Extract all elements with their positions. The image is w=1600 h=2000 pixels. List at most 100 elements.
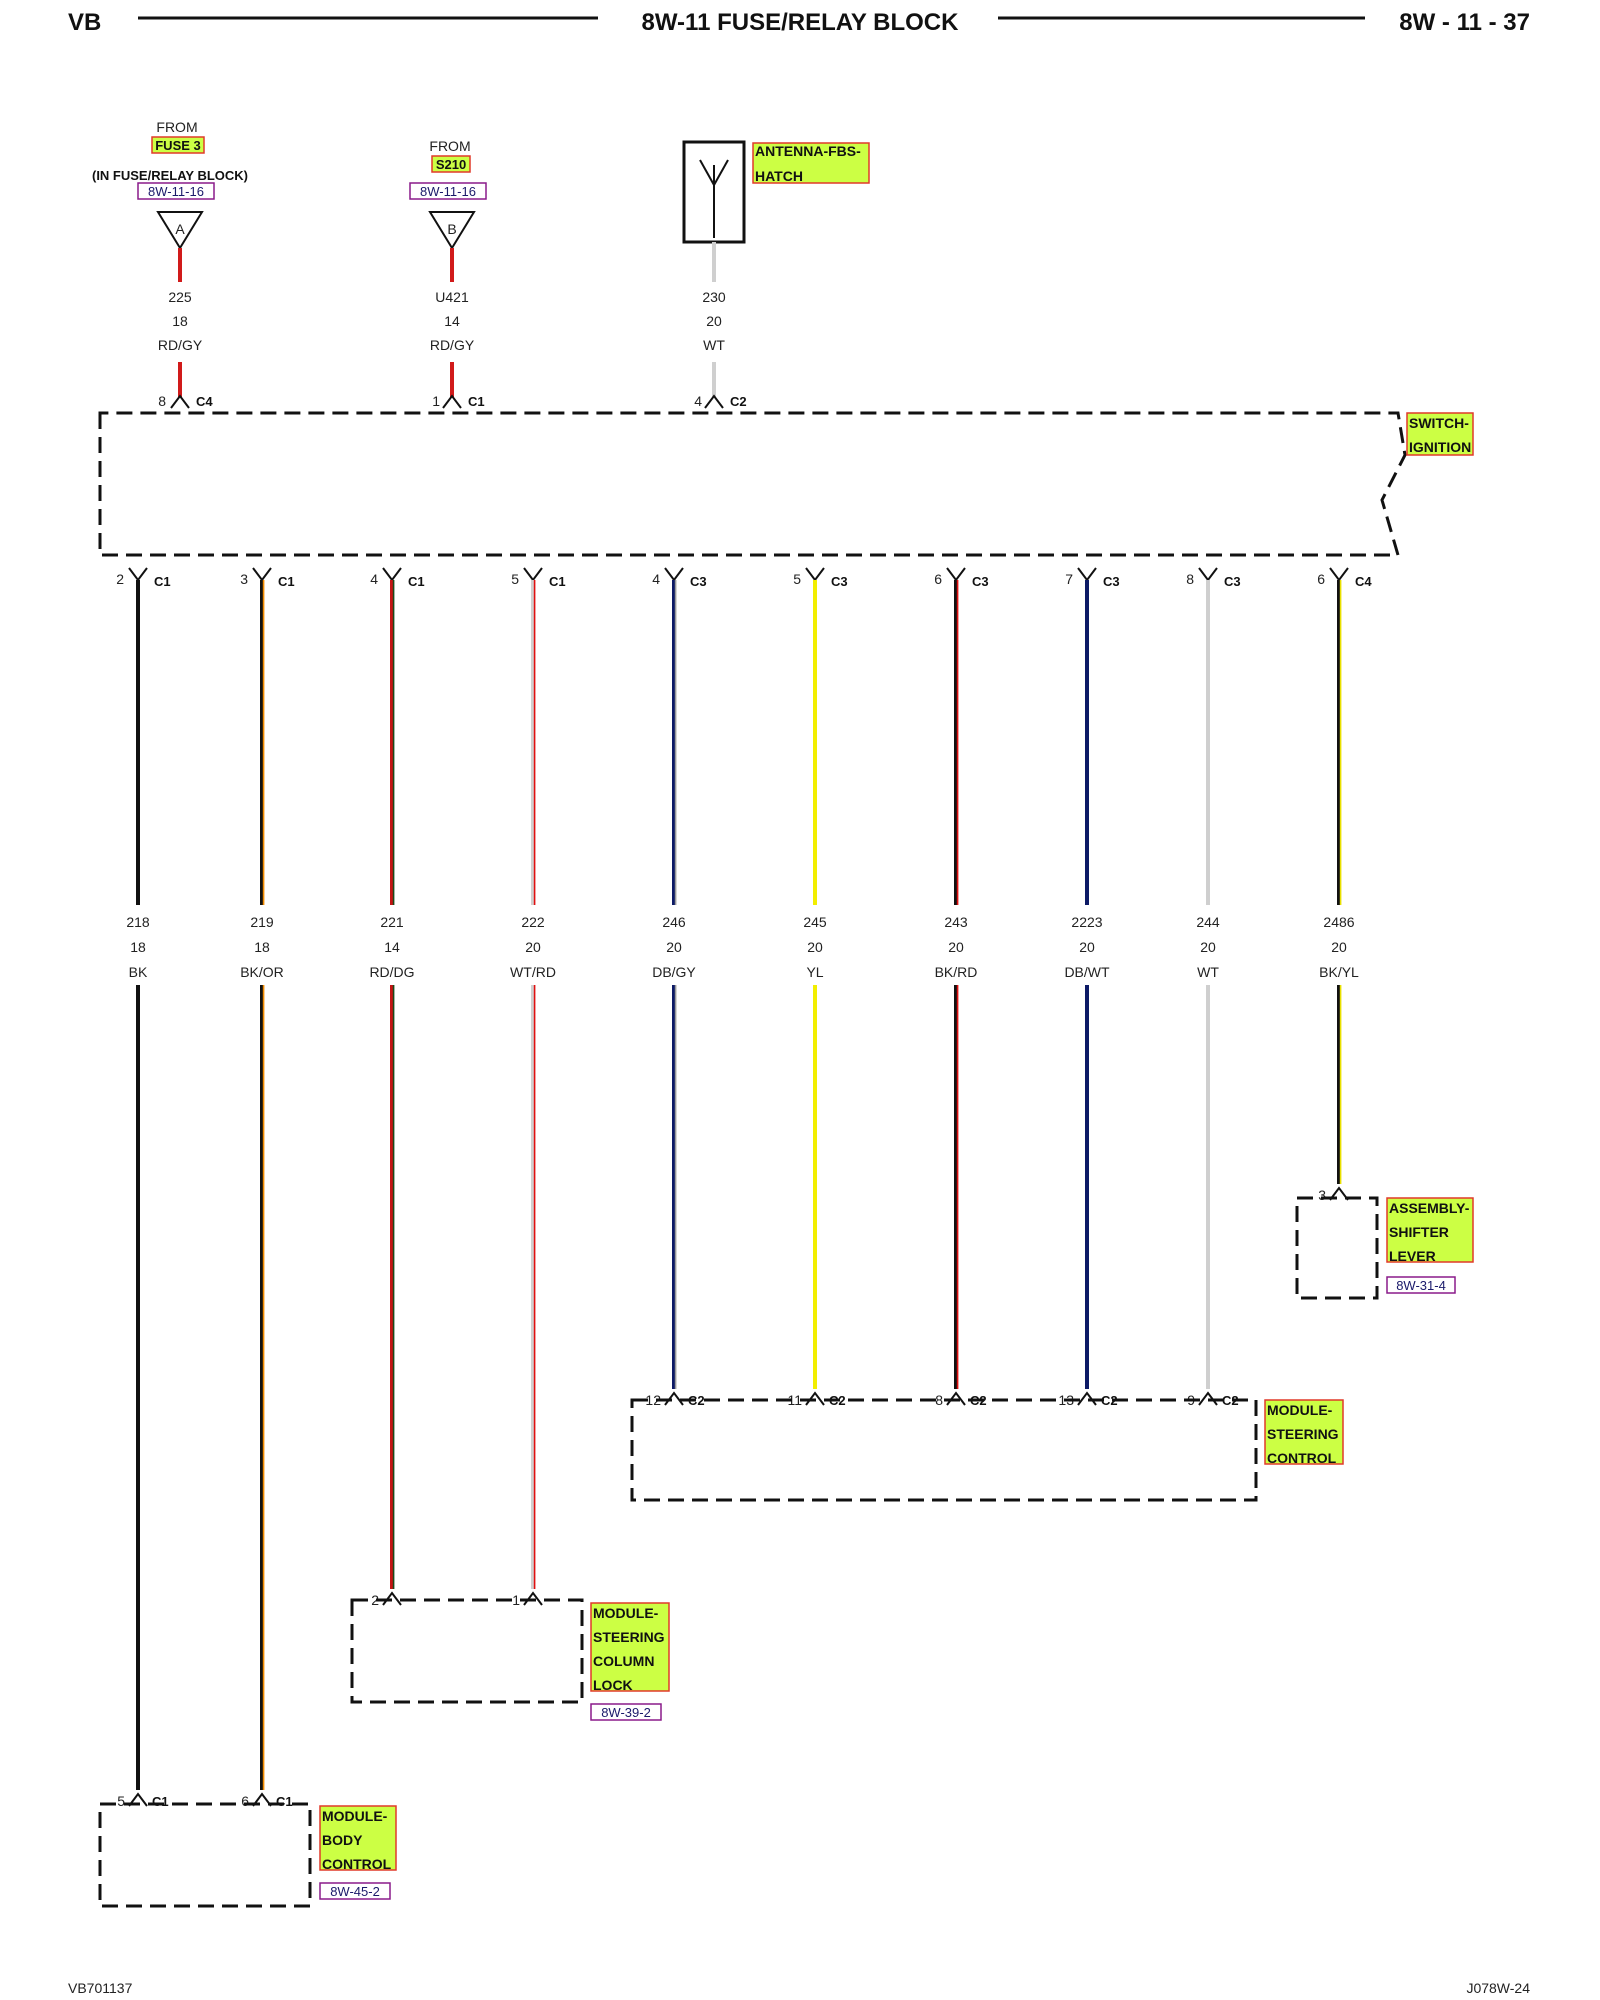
wire-start-pin: 6 — [934, 571, 942, 587]
input-gauge: 20 — [706, 313, 722, 329]
input-s210: FROM S210 8W-11-16 B U421 14 RD/GY 1 C1 — [409, 138, 487, 409]
wire-start-conn: C1 — [549, 574, 566, 589]
wire-start-conn: C3 — [972, 574, 989, 589]
input-source-note: (IN FUSE/RELAY BLOCK) — [92, 168, 248, 183]
wire-gauge: 14 — [384, 939, 400, 955]
body-control-ref-link[interactable]: 8W-45-2 — [330, 1884, 380, 1899]
input-circuit: U421 — [435, 289, 469, 305]
input-from-label: FROM — [156, 119, 197, 135]
wire-color: BK — [129, 964, 148, 980]
switch-ignition: SWITCH- IGNITION — [98, 411, 1474, 557]
wire-circuit: 246 — [662, 914, 686, 930]
input-from-label: FROM — [429, 138, 470, 154]
wire-end-conn: C2 — [688, 1393, 705, 1408]
wire-end-pin: 5 — [117, 1793, 125, 1809]
wire-color: WT/RD — [510, 964, 556, 980]
wire-start-conn: C3 — [690, 574, 707, 589]
wire-start-conn: C3 — [1224, 574, 1241, 589]
label-highlight — [1386, 1197, 1474, 1263]
input-gauge: 14 — [444, 313, 460, 329]
wire-start-conn: C3 — [1103, 574, 1120, 589]
label-highlight — [752, 142, 870, 184]
input-pin: 1 — [432, 393, 440, 409]
module-steering-control: MODULE- STEERING CONTROL — [630, 1398, 1344, 1502]
connector-pin-icon — [442, 394, 462, 409]
steering-control-label-1: MODULE- — [1267, 1402, 1333, 1418]
wire-end-pin: 8 — [935, 1392, 943, 1408]
wire-start-conn: C4 — [1355, 574, 1372, 589]
body-control-label-3: CONTROL — [322, 1856, 392, 1872]
ref-box — [409, 182, 487, 200]
module-body-control: MODULE- BODY CONTROL 8W-45-2 — [98, 1802, 397, 1908]
wire-start-pin: 7 — [1065, 571, 1073, 587]
wire-circuit: 221 — [380, 914, 404, 930]
connector-pin-icon — [946, 567, 966, 582]
input-color: RD/GY — [158, 337, 203, 353]
wire-start-pin: 8 — [1186, 571, 1194, 587]
wire-gauge: 20 — [525, 939, 541, 955]
input-ref-link[interactable]: 8W-11-16 — [420, 184, 476, 199]
input-pin: 8 — [158, 393, 166, 409]
label-highlight — [590, 1602, 670, 1692]
wire-color: WT — [1197, 964, 1219, 980]
wire-color: BK/RD — [935, 964, 978, 980]
antenna-label-1: ANTENNA-FBS- — [755, 143, 861, 159]
shifter-label-3: LEVER — [1389, 1248, 1436, 1264]
column-lock-label-3: COLUMN — [593, 1653, 654, 1669]
connector-pin-icon — [252, 1792, 272, 1807]
connector-pin-icon — [128, 567, 148, 582]
wire-color: BK/YL — [1319, 964, 1359, 980]
shifter-ref-link[interactable]: 8W-31-4 — [1396, 1278, 1446, 1293]
footer-right: J078W-24 — [1466, 1980, 1530, 1996]
wire-circuit: 219 — [250, 914, 274, 930]
wire-start-pin: 6 — [1317, 571, 1325, 587]
steering-control-label-3: CONTROL — [1267, 1450, 1337, 1466]
input-color: RD/GY — [430, 337, 475, 353]
wire-end-pin: 11 — [787, 1392, 802, 1408]
wire-start-conn: C1 — [408, 574, 425, 589]
connector-pin-icon — [704, 394, 724, 409]
input-ref-link[interactable]: 8W-11-16 — [148, 184, 204, 199]
wire-color: BK/OR — [240, 964, 284, 980]
splice-letter: A — [175, 221, 185, 237]
wire-end-pin: 6 — [241, 1793, 249, 1809]
splice-letter: B — [447, 221, 456, 237]
label-highlight — [1406, 412, 1474, 456]
body-control-label-2: BODY — [322, 1832, 363, 1848]
ref-box — [319, 1882, 391, 1900]
column-lock-ref-link[interactable]: 8W-39-2 — [601, 1705, 651, 1720]
connector-pin-icon — [664, 567, 684, 582]
wire-start-pin: 5 — [793, 571, 801, 587]
column-lock-label-2: STEERING — [593, 1629, 665, 1645]
wire-start-conn: C3 — [831, 574, 848, 589]
wire-end-pin: 2 — [371, 1592, 379, 1608]
wire-end-pin: 1 — [512, 1592, 520, 1608]
wire-circuit: 2223 — [1071, 914, 1102, 930]
wire-start-pin: 5 — [511, 571, 519, 587]
input-antenna: ANTENNA-FBS- HATCH 230 20 WT 4 C2 — [682, 140, 870, 409]
ref-box — [1386, 1276, 1456, 1294]
wire-gauge: 20 — [948, 939, 964, 955]
body-control-box — [98, 1802, 312, 1908]
input-conn: C1 — [468, 394, 485, 409]
connector-pin-icon — [382, 567, 402, 582]
wire-color: DB/GY — [652, 964, 696, 980]
wire-gauge: 18 — [254, 939, 270, 955]
wire-start-pin: 4 — [370, 571, 378, 587]
page-footer: VB701137 J078W-24 — [68, 1980, 1530, 1996]
footer-left: VB701137 — [68, 1980, 133, 1996]
steering-control-box — [630, 1398, 1258, 1502]
wire-circuit: 222 — [521, 914, 545, 930]
label-highlight — [151, 136, 205, 154]
label-highlight — [1264, 1399, 1344, 1465]
wire-start-pin: 4 — [652, 571, 660, 587]
wire-end-conn: C2 — [1101, 1393, 1118, 1408]
connector-pin-icon — [252, 567, 272, 582]
wire-gauge: 20 — [1200, 939, 1216, 955]
page-title: 8W-11 FUSE/RELAY BLOCK — [642, 9, 960, 36]
input-pin: 4 — [694, 393, 702, 409]
